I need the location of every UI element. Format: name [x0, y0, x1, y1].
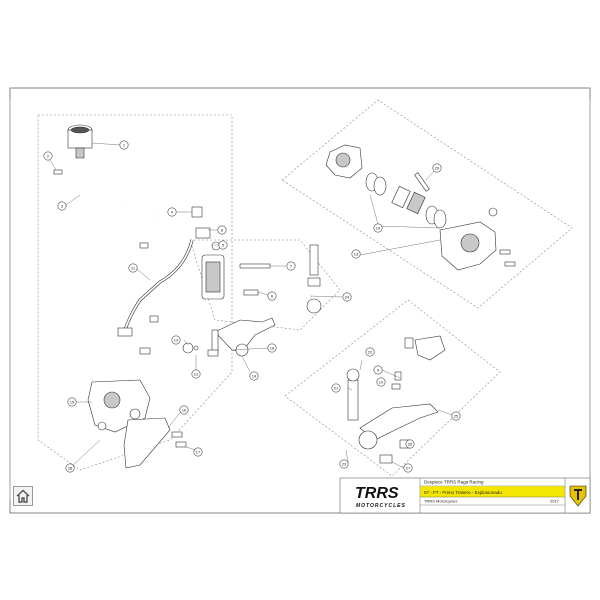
callout-label-20: 20	[435, 166, 440, 171]
bolt	[171, 431, 183, 438]
callout-label-8: 8	[221, 228, 224, 233]
title-year: 2017	[550, 499, 560, 504]
banjo-fitting	[117, 327, 133, 337]
title-line-3: TRRS Motorcycles	[424, 499, 457, 504]
callout-label-2: 2	[47, 154, 50, 159]
master-spring	[309, 244, 319, 276]
group-boundary-master-cylinder	[37, 114, 233, 471]
svg-text:MOTORCYCLES: MOTORCYCLES	[356, 503, 406, 509]
callout-19: 19	[373, 223, 383, 233]
drawing-frame	[9, 87, 591, 514]
callout-label-9: 9	[377, 368, 380, 373]
callout-label-1: 1	[123, 143, 126, 148]
home-icon	[16, 489, 30, 503]
callout-label-22: 22	[368, 350, 373, 355]
brake-pedal	[211, 317, 276, 357]
pivot-washer	[182, 342, 194, 354]
title-block: TRRS MOTORCYCLES Despiece TRRS Raga Raci…	[339, 477, 591, 514]
callout-label-13: 13	[174, 338, 179, 343]
callout-label-17: 17	[196, 450, 201, 455]
callout-12: 12	[191, 369, 201, 379]
callout-22: 22	[365, 347, 375, 357]
callout-label-13b: 13	[354, 252, 359, 257]
callout-21: 21	[331, 383, 341, 393]
callout-label-21: 21	[334, 386, 339, 391]
callout-label-26: 26	[408, 442, 413, 447]
callout-13b: 13	[351, 249, 361, 259]
callout-label-4: 4	[171, 210, 174, 215]
callout-label-24: 24	[345, 295, 350, 300]
pedal-spring	[207, 349, 219, 357]
callout-10: 10	[376, 377, 386, 387]
callout-15: 15	[67, 397, 77, 407]
group-boundary-caliper	[281, 99, 573, 309]
reservoir	[67, 124, 93, 159]
callout-1: 1	[119, 140, 129, 150]
pad-pin	[414, 172, 430, 192]
spring-cap	[306, 298, 322, 314]
pedal-lever	[358, 403, 439, 450]
callout-13: 13	[171, 335, 181, 345]
group-boundary-pedal	[284, 299, 501, 477]
hose-clip	[53, 169, 63, 175]
callout-4: 4	[167, 207, 177, 217]
callout-25: 25	[451, 411, 461, 421]
svg-text:TRRS: TRRS	[355, 485, 399, 502]
callout-label-15: 15	[70, 400, 75, 405]
callout-label-25: 25	[454, 414, 459, 419]
caliper-bracket	[123, 417, 171, 469]
pistons	[365, 172, 447, 229]
callout-label-14: 14	[252, 374, 257, 379]
callout-14: 14	[249, 371, 259, 381]
callout-label-10: 10	[379, 380, 384, 385]
callout-label-7: 7	[290, 264, 293, 269]
callout-label-27: 27	[406, 466, 411, 471]
callout-label-12: 12	[194, 372, 199, 377]
callout-label-5: 5	[222, 243, 225, 248]
footpeg-assembly	[404, 335, 446, 361]
callout-24: 24	[342, 292, 352, 302]
callout-20: 20	[432, 163, 442, 173]
title-line-2: 07 - FT - Freno Trasero - Explosionado	[424, 490, 502, 495]
push-rod	[239, 263, 271, 269]
callout-5: 5	[218, 240, 228, 250]
callout-2: 2	[43, 151, 53, 161]
callout-label-16: 16	[182, 408, 187, 413]
callout-label-19: 19	[376, 226, 381, 231]
callout-8: 8	[217, 225, 227, 235]
callout-26: 26	[405, 439, 415, 449]
callout-label-6: 6	[271, 294, 274, 299]
callout-label-3: 3	[61, 204, 64, 209]
callout-label-18: 18	[270, 346, 275, 351]
callout-23: 23	[339, 459, 349, 469]
brand-shield-icon	[569, 485, 587, 507]
pedal-rod	[347, 379, 359, 421]
callout-label-23: 23	[342, 462, 347, 467]
callout-11: 11	[128, 263, 138, 273]
leader-lines	[49, 142, 453, 469]
rear-caliper	[87, 379, 151, 433]
title-line-1: Despiece TRRS Raga Racing	[424, 480, 484, 485]
home-button[interactable]	[13, 486, 33, 506]
callout-18: 18	[267, 343, 277, 353]
trrs-logo: TRRS MOTORCYCLES	[355, 485, 406, 509]
caliper-half-left	[325, 144, 363, 179]
callout-17: 17	[193, 447, 203, 457]
callout-6: 6	[267, 291, 277, 301]
callout-label-28: 28	[68, 466, 73, 471]
callout-27: 27	[403, 463, 413, 473]
callout-28: 28	[65, 463, 75, 473]
caliper-bolt	[499, 249, 511, 255]
callout-9: 9	[373, 365, 383, 375]
master-cylinder	[191, 206, 225, 300]
caliper-half-right	[439, 207, 498, 271]
callout-3: 3	[57, 201, 67, 211]
title-highlight	[420, 486, 565, 498]
callout-7: 7	[286, 261, 296, 271]
callout-label-11: 11	[131, 266, 136, 271]
brake-pads	[391, 185, 426, 215]
callout-16: 16	[179, 405, 189, 415]
